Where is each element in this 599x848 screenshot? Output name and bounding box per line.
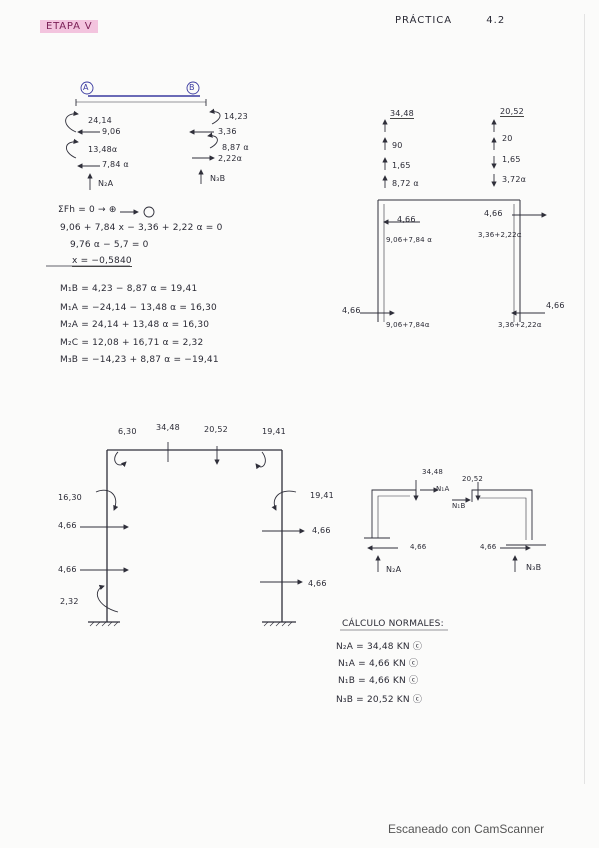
frame-left-bottom-force: 4,66 xyxy=(342,306,361,315)
frame-left-top-label: 9,06+7,84 α xyxy=(386,236,433,244)
right-force-bottom: 4,66 xyxy=(308,579,327,588)
left-base: 2,32 xyxy=(60,597,79,606)
scanner-watermark: Escaneado con CamScanner xyxy=(388,822,545,836)
frame-right-top-label: 3,36+2,22α xyxy=(478,231,522,239)
moment-2a: M₂A = 24,14 + 13,48 α = 16,30 xyxy=(60,320,210,330)
node-right-normal: N₃B xyxy=(526,563,542,572)
node-b-label: B xyxy=(189,83,195,92)
node-left-top: 34,48 xyxy=(422,468,444,476)
right-moment: 19,41 xyxy=(310,491,334,500)
node-right-top: 20,52 xyxy=(462,475,484,483)
left-force-2: 9,06 xyxy=(102,127,121,136)
frame-right-top-2: 20 xyxy=(502,134,513,143)
node-a-circle xyxy=(80,81,94,95)
frame-right-top-force: 4,66 xyxy=(484,209,503,218)
practice-header: PRÁCTICA 4.2 xyxy=(395,15,505,26)
practice-number: 4.2 xyxy=(486,15,506,26)
left-force-top: 4,66 xyxy=(58,521,77,530)
equation-1: 9,06 + 7,84 x − 3,36 + 2,22 α = 0 xyxy=(60,223,223,233)
node-left-bottom: 4,66 xyxy=(410,543,427,551)
node-right-bottom: 4,66 xyxy=(480,543,497,551)
node-n1a: N₁A xyxy=(436,485,450,493)
frame-left-top-4: 8,72 α xyxy=(392,179,419,188)
node-b-circle xyxy=(186,81,200,95)
equation-result: x = −0,5840 xyxy=(72,256,132,267)
right-force-top: 4,66 xyxy=(312,526,331,535)
right-force-4: 2,22α xyxy=(218,154,243,163)
normal-row-4: N₃B = 20,52 KN ⓒ xyxy=(336,695,423,705)
top-value-2: 34,48 xyxy=(156,423,180,432)
left-force-3: 13,48α xyxy=(88,145,118,154)
top-value-1: 6,30 xyxy=(118,427,137,436)
frame-left-top-2: 90 xyxy=(392,141,403,150)
moment-1b: M₁B = 4,23 − 8,87 α = 19,41 xyxy=(60,284,198,294)
right-force-2: 3,36 xyxy=(218,127,237,136)
normal-row-3: N₁B = 4,66 KN ⓒ xyxy=(338,676,419,686)
calculo-normales-title: CÁLCULO NORMALES: xyxy=(342,619,444,629)
top-value-4: 19,41 xyxy=(262,427,286,436)
left-force-1: 24,14 xyxy=(88,116,112,125)
right-force-3: 8,87 α xyxy=(222,143,249,152)
practice-label: PRÁCTICA xyxy=(395,15,453,26)
moment-2c: M₂C = 12,08 + 16,71 α = 2,32 xyxy=(60,338,204,348)
frame-left-top-3: 1,65 xyxy=(392,161,411,170)
node-left-normal: N₂A xyxy=(386,565,402,574)
node-n1b: N₁B xyxy=(452,502,466,510)
frame-right-top-4: 3,72α xyxy=(502,175,527,184)
page-edge xyxy=(22,14,585,784)
normal-row-2: N₁A = 4,66 KN ⓒ xyxy=(338,659,419,669)
right-normal: N₃B xyxy=(210,174,226,183)
right-force-1: 14,23 xyxy=(224,112,248,121)
left-normal: N₂A xyxy=(98,179,114,188)
top-value-3: 20,52 xyxy=(204,425,228,434)
stage-label: ETAPA Ⅴ xyxy=(40,20,99,33)
frame-left-bottom-label: 9,06+7,84α xyxy=(386,321,430,329)
frame-left-top-1: 34,48 xyxy=(390,109,414,119)
equation-sum: ΣFh = 0 → ⊕ xyxy=(58,205,117,215)
equation-2: 9,76 α − 5,7 = 0 xyxy=(70,240,149,250)
left-force-bottom: 4,66 xyxy=(58,565,77,574)
moment-3b: M₃B = −14,23 + 8,87 α = −19,41 xyxy=(60,355,219,365)
left-moment: 16,30 xyxy=(58,493,82,502)
frame-right-top-3: 1,65 xyxy=(502,155,521,164)
moment-1a: M₁A = −24,14 − 13,48 α = 16,30 xyxy=(60,303,217,313)
frame-right-bottom-label: 3,36+2,22α xyxy=(498,321,542,329)
normal-row-1: N₂A = 34,48 KN ⓒ xyxy=(336,642,423,652)
frame-right-top-1: 20,52 xyxy=(500,107,524,117)
node-a-label: A xyxy=(83,83,89,92)
frame-right-bottom-force: 4,66 xyxy=(546,301,565,310)
left-force-4: 7,84 α xyxy=(102,160,129,169)
frame-left-top-force: 4,66 xyxy=(397,215,416,224)
